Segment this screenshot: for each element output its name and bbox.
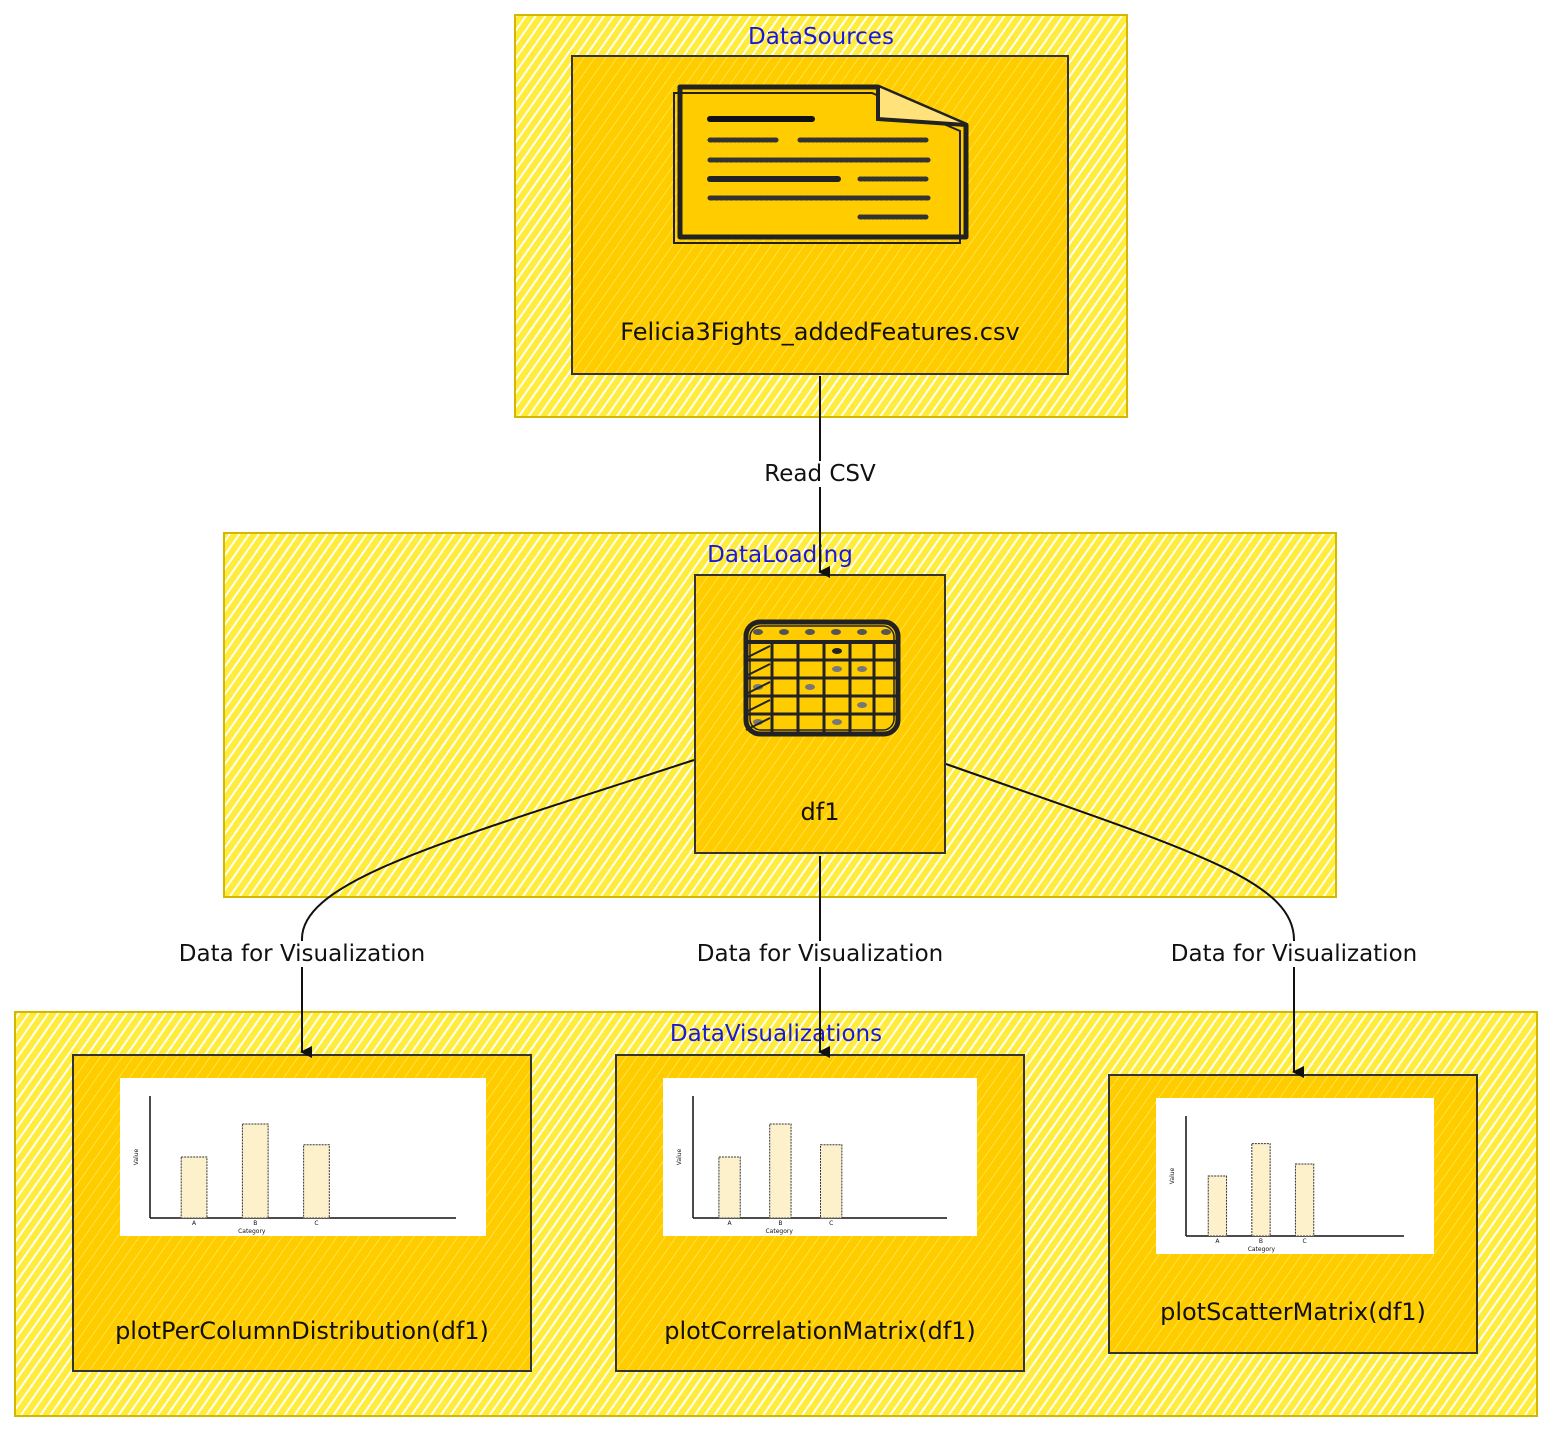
table-icon [743,619,901,737]
chart-tick-label: A [1215,1238,1220,1245]
document-icon [673,84,969,244]
chart-x-label: Category [765,1228,793,1235]
chart-y-label: Value [676,1148,683,1165]
chart-tick-label: A [192,1220,197,1227]
chart-thumbnail: A B C Category Value [1156,1098,1434,1254]
chart-tick-label: B [1259,1238,1263,1245]
node-label-plot-scatter: plotScatterMatrix(df1) [1160,1298,1426,1326]
chart-tick-label: C [314,1220,318,1227]
chart-bar [1251,1143,1271,1237]
chart-bar [820,1144,843,1219]
node-label-df1: df1 [800,798,840,826]
group-title-data-visualizations: DataVisualizations [669,1021,883,1047]
node-df1[interactable]: df1 [694,574,946,854]
bar-chart-icon: A B C Category Value [1169,1116,1404,1253]
chart-tick-label: B [778,1220,782,1227]
node-plot-distribution[interactable]: A B C Category Value plotPerColumnDistributi… [72,1054,532,1372]
chart-thumbnail: A B C Category Value [663,1078,977,1236]
chart-bar [303,1144,330,1219]
chart-x-label: Category [238,1228,266,1235]
group-title-data-sources: DataSources [748,24,894,50]
node-csv-file[interactable]: Felicia3Fights_addedFeatures.csv [571,55,1069,375]
bar-chart-icon: A B C Category Value [676,1096,947,1235]
edge-label-to-scatter: Data for Visualization [1168,941,1420,967]
chart-x-label: Category [1248,1246,1276,1253]
chart-bar [241,1123,269,1219]
chart-y-label: Value [1169,1167,1176,1184]
node-plot-scatter[interactable]: A B C Category Value plotScatterMatrix(df1) [1108,1074,1478,1354]
node-plot-correlation[interactable]: A B C Category Value plotCorrelationMatrix(d… [615,1054,1025,1372]
chart-tick-label: C [829,1220,833,1227]
chart-thumbnail: A B C Category Value [120,1078,486,1236]
chart-y-label: Value [133,1148,140,1165]
chart-bar [718,1156,741,1219]
edge-label-to-correlation: Data for Visualization [694,941,946,967]
bar-chart-icon: A B C Category Value [133,1096,456,1235]
chart-tick-label: B [253,1220,257,1227]
edge-label-read-csv: Read CSV [762,461,878,487]
group-title-data-loading: DataLoading [707,542,853,568]
node-label-plot-correlation: plotCorrelationMatrix(df1) [664,1317,976,1345]
chart-bar [180,1156,208,1219]
chart-bar [1294,1163,1315,1237]
edge-label-to-distribution: Data for Visualization [176,941,428,967]
chart-bar [769,1123,792,1219]
node-label-csv-file: Felicia3Fights_addedFeatures.csv [620,318,1020,346]
node-label-plot-distribution: plotPerColumnDistribution(df1) [115,1317,489,1345]
chart-tick-label: A [728,1220,733,1227]
chart-bar [1207,1175,1228,1237]
chart-tick-label: C [1302,1238,1306,1245]
